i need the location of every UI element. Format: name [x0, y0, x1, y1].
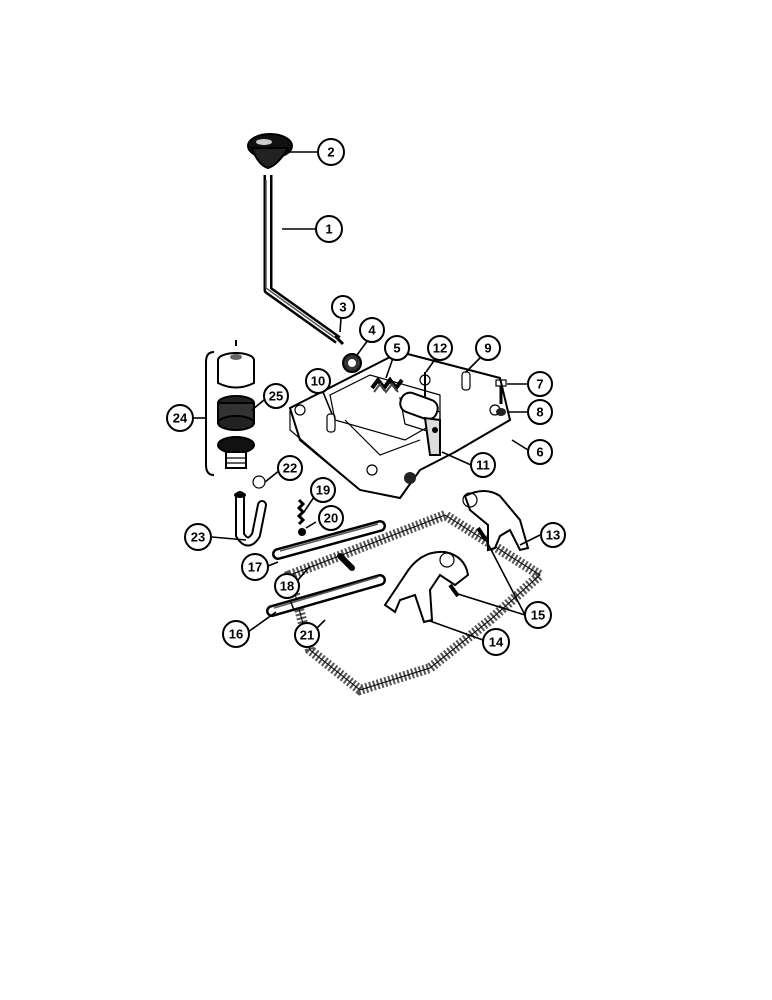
svg-text:21: 21	[300, 628, 314, 643]
svg-text:14: 14	[489, 635, 504, 650]
callout-16: 16	[222, 620, 250, 648]
shift-rail-upper	[272, 520, 386, 560]
svg-text:10: 10	[311, 374, 325, 389]
svg-text:1: 1	[325, 222, 332, 237]
callout-7: 7	[527, 371, 553, 397]
callout-13: 13	[540, 522, 566, 548]
callout-24: 24	[166, 404, 194, 432]
svg-text:15: 15	[531, 608, 545, 623]
callout-2: 2	[317, 138, 345, 166]
svg-text:23: 23	[191, 530, 205, 545]
callout-9: 9	[475, 335, 501, 361]
svg-text:20: 20	[324, 511, 338, 526]
callout-11: 11	[470, 452, 496, 478]
svg-text:6: 6	[536, 445, 543, 460]
callout-6: 6	[527, 439, 553, 465]
bolt	[495, 379, 507, 404]
svg-text:5: 5	[393, 341, 400, 356]
svg-text:9: 9	[484, 341, 491, 356]
spring	[370, 376, 404, 394]
svg-text:7: 7	[536, 377, 543, 392]
callout-23: 23	[184, 523, 212, 551]
svg-text:16: 16	[229, 627, 243, 642]
callout-19: 19	[310, 477, 336, 503]
lever-pin	[333, 334, 345, 346]
callout-10: 10	[305, 368, 331, 394]
shift-fork-lower	[383, 550, 470, 624]
svg-text:11: 11	[476, 458, 490, 473]
callout-25: 25	[263, 383, 289, 409]
callouts: 2 1 3 4 5 12 9 7 8 6 10 11 13 25 24 22 2…	[166, 138, 566, 656]
shift-rail-lower	[266, 574, 386, 617]
callout-5: 5	[384, 335, 410, 361]
callout-3: 3	[331, 295, 355, 319]
svg-text:4: 4	[368, 323, 376, 338]
detent-ball	[298, 528, 306, 536]
shift-knob	[247, 133, 293, 170]
callout-1: 1	[315, 215, 343, 243]
shift-fork-upper	[462, 490, 530, 552]
callout-18: 18	[274, 573, 300, 599]
pivot-shaft	[399, 372, 441, 456]
callout-8: 8	[527, 399, 553, 425]
breather-hose	[234, 491, 267, 547]
svg-text:19: 19	[316, 483, 330, 498]
svg-text:12: 12	[433, 341, 447, 356]
svg-text:22: 22	[283, 461, 297, 476]
interlock-pin	[337, 553, 355, 571]
lockwasher	[496, 408, 506, 416]
gasket	[284, 509, 549, 696]
callout-14: 14	[482, 628, 510, 656]
callout-15: 15	[524, 601, 552, 629]
callout-12: 12	[427, 335, 453, 361]
elbow-fitting	[252, 475, 266, 489]
svg-text:8: 8	[536, 405, 543, 420]
callout-21: 21	[294, 622, 320, 648]
breather-assembly	[205, 340, 255, 476]
set-screws	[448, 526, 488, 598]
svg-text:3: 3	[339, 300, 346, 315]
svg-text:2: 2	[327, 145, 334, 160]
detent-spring	[296, 498, 306, 526]
svg-text:24: 24	[173, 411, 188, 426]
svg-text:18: 18	[280, 579, 294, 594]
callout-4: 4	[359, 317, 385, 343]
callout-20: 20	[318, 505, 344, 531]
washer	[342, 353, 362, 373]
svg-text:13: 13	[546, 528, 560, 543]
callout-22: 22	[277, 455, 303, 481]
dowel-pin-2	[326, 413, 336, 433]
shift-lever	[263, 175, 341, 344]
svg-text:25: 25	[269, 389, 283, 404]
callout-17: 17	[241, 553, 269, 581]
svg-text:17: 17	[248, 560, 262, 575]
